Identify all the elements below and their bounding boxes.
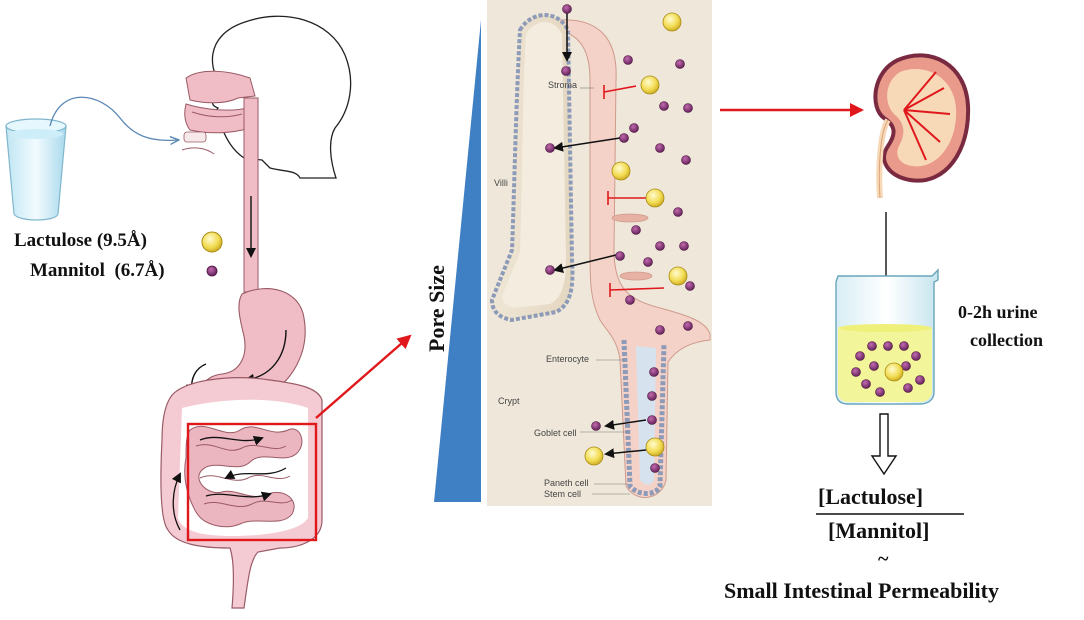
pore-size-label: Pore Size <box>424 265 449 352</box>
zoom-region-box <box>186 422 318 542</box>
urine-lactulose-molecule <box>884 362 904 382</box>
capillary-1 <box>611 213 649 223</box>
kidney-icon <box>873 53 971 199</box>
lactulose-legend-icon <box>201 231 223 253</box>
paracellular-arrow-3 <box>553 253 621 273</box>
large-intestine <box>160 377 323 609</box>
urine-mannitol-molecules <box>851 341 925 397</box>
mouth-nasal-cavity <box>181 70 256 155</box>
esophagus <box>243 97 259 293</box>
villus-panel <box>487 0 712 506</box>
enterocyte-label: Enterocyte <box>546 354 590 364</box>
ratio-tilde: ~ <box>878 548 889 570</box>
villi-label: Villi <box>494 178 508 188</box>
lactulose-legend-label: Lactulose (9.5Å) <box>14 230 147 251</box>
mannitol-legend-label: Mannitol (6.7Å) <box>30 260 165 281</box>
water-glass-icon <box>5 118 67 221</box>
lactulose-molecules <box>584 12 688 466</box>
crypt-label: Crypt <box>498 396 520 406</box>
intestine-flow-arrow-2 <box>224 467 287 479</box>
stroma-label: Stroma <box>548 80 578 90</box>
blocked-arrows <box>603 85 665 297</box>
small-intestine <box>171 425 303 531</box>
urine-collection-line2: collection <box>970 330 1043 350</box>
paneth-cell-label: Paneth cell <box>544 478 589 488</box>
ratio-numerator: [Lactulose] <box>818 484 924 509</box>
paracellular-arrow-2 <box>553 137 621 152</box>
intestine-flow-arrow-3 <box>205 491 272 502</box>
colon-flow-arrow <box>171 472 181 531</box>
mannitol-molecules <box>545 4 695 473</box>
stem-cell-label: Stem cell <box>544 489 582 499</box>
zoom-arrow <box>315 334 412 419</box>
drink-arrow <box>49 96 178 140</box>
result-down-arrow <box>870 413 898 476</box>
permeability-result-label: Small Intestinal Permeability <box>724 578 999 603</box>
capillary-2 <box>619 271 653 281</box>
crypt-arrow-1 <box>604 419 647 430</box>
crypt-arrow-2 <box>604 448 647 459</box>
intestine-flow-arrow-1 <box>199 436 264 446</box>
goblet-cell-label: Goblet cell <box>534 428 577 438</box>
urine-collection-line1: 0-2h urine <box>958 302 1038 322</box>
mannitol-legend-icon <box>206 265 218 277</box>
pore-size-wedge <box>434 20 481 502</box>
ratio-denominator: [Mannitol] <box>828 518 930 543</box>
